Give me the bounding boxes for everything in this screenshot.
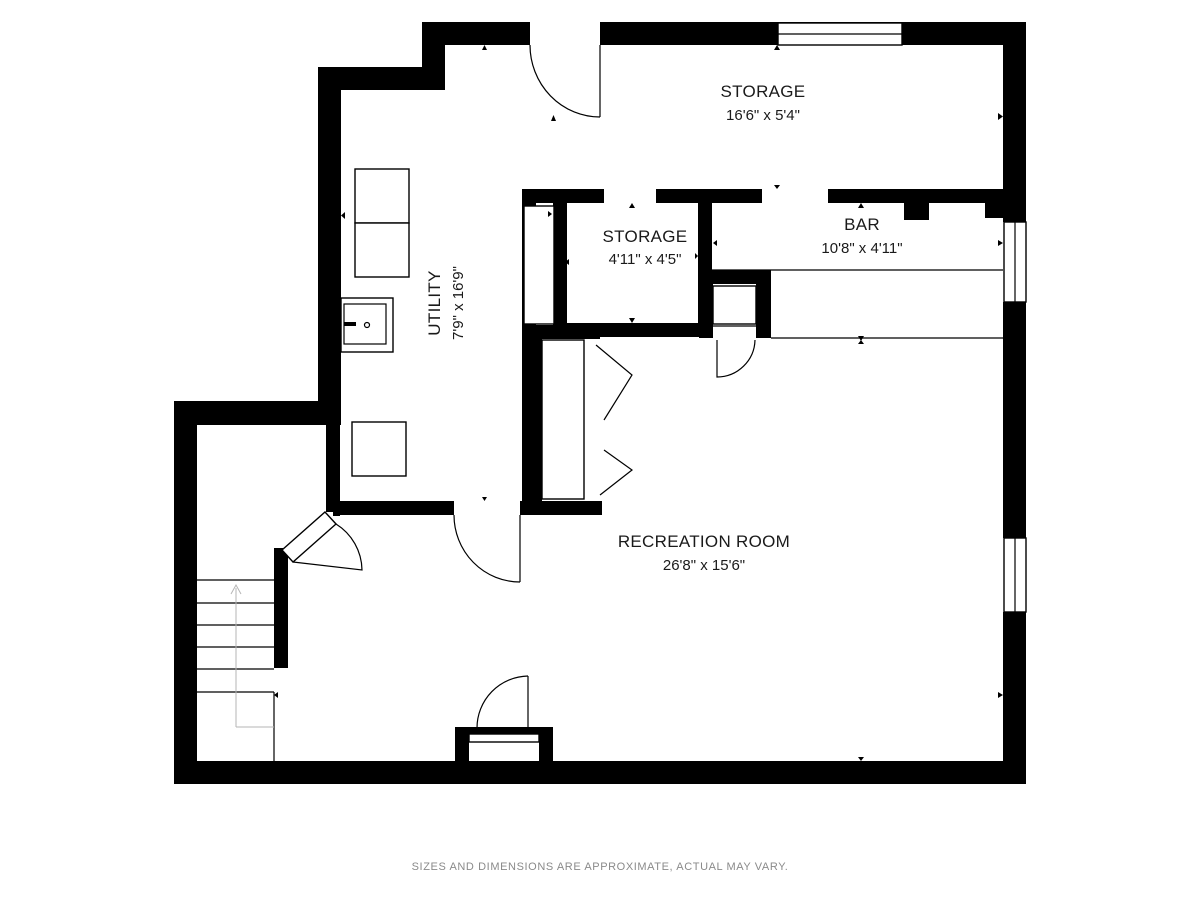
utility-cabinet-top: [354, 168, 410, 224]
utility-appliance: [351, 421, 407, 477]
storage-small-name: STORAGE: [603, 227, 688, 246]
fixtures: [340, 168, 1003, 500]
doors: [281, 22, 757, 729]
disclaimer-text: SIZES AND DIMENSIONS ARE APPROXIMATE, AC…: [411, 861, 789, 873]
windows: [468, 22, 1027, 743]
utility-name: UTILITY: [425, 270, 444, 335]
dimension-markers: [274, 45, 1003, 761]
utility-cabinet-bottom: [354, 222, 410, 278]
closet-shelf: [541, 339, 585, 500]
bar-dims: 10'8" x 4'11": [821, 240, 902, 257]
bar-name: BAR: [844, 215, 880, 234]
storage-small-dims: 4'11" x 4'5": [609, 251, 682, 268]
utility-dims: 7'9" x 16'9": [450, 266, 467, 340]
exterior-walls: [174, 22, 1026, 784]
utility-shelf: [523, 205, 555, 325]
window-bottom-nook: [468, 733, 540, 743]
storage-top-name: STORAGE: [721, 82, 806, 101]
stairs: [197, 579, 275, 761]
recreation-name: RECREATION ROOM: [618, 532, 790, 551]
recreation-dims: 26'8" x 15'6": [663, 557, 745, 574]
room-labels: STORAGE 16'6" x 5'4" STORAGE 4'11" x 4'5…: [425, 82, 903, 574]
storage-top-dims: 16'6" x 5'4": [726, 107, 800, 124]
